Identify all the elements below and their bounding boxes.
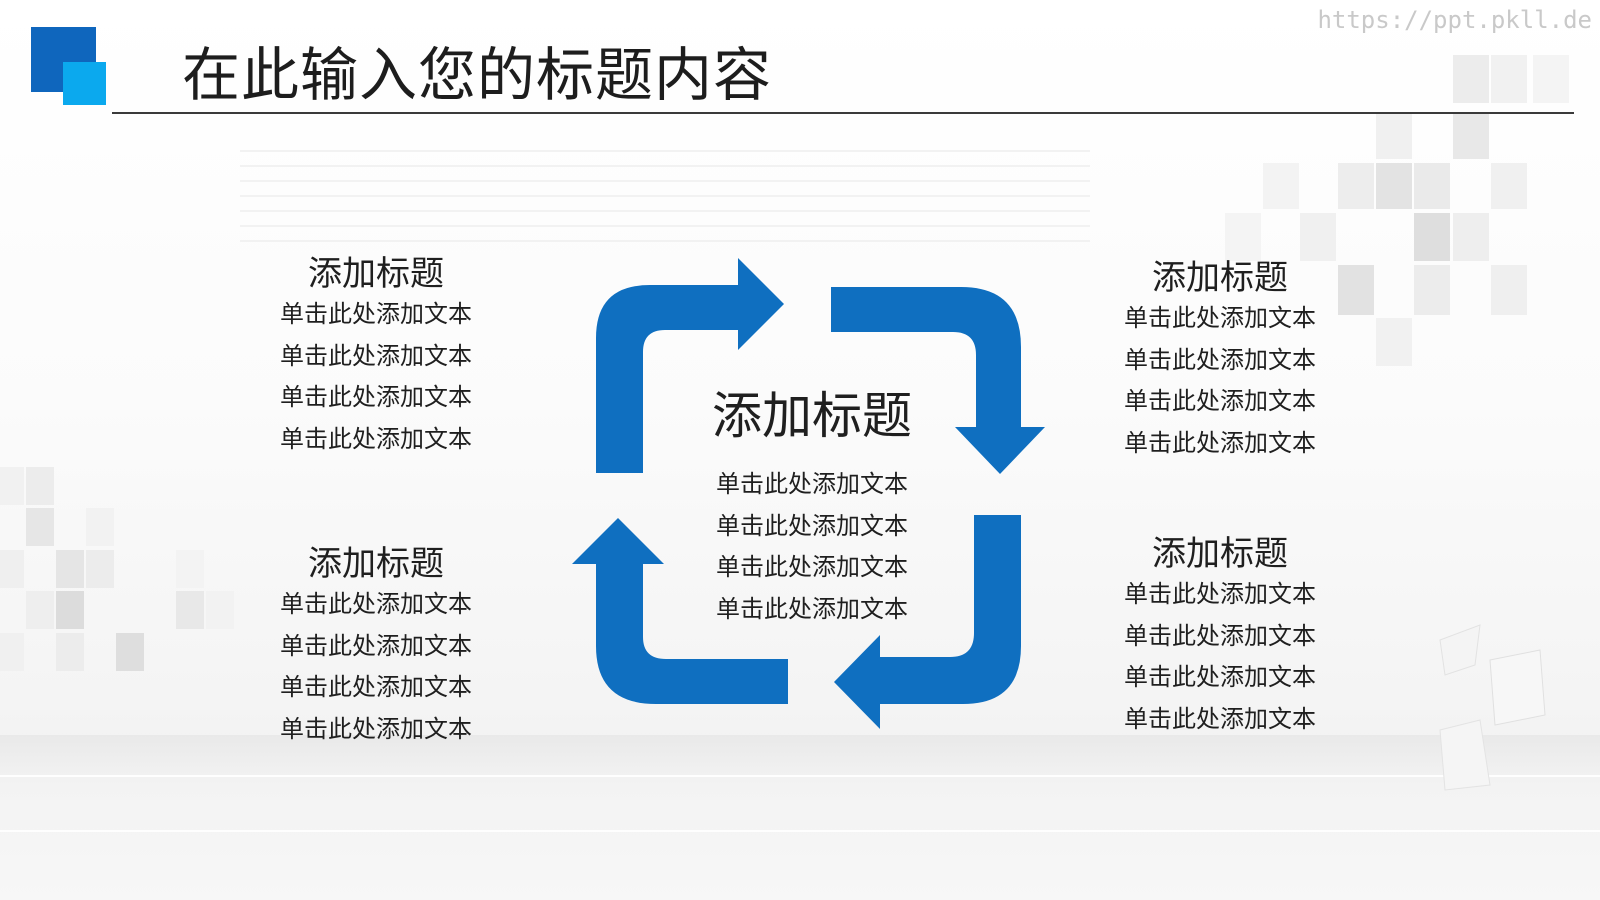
block-line[interactable]: 单击此处添加文本 xyxy=(716,470,908,498)
block-line[interactable]: 单击此处添加文本 xyxy=(1124,663,1316,691)
block-line[interactable]: 单击此处添加文本 xyxy=(1124,345,1316,374)
block-line[interactable]: 单击此处添加文本 xyxy=(1124,580,1316,608)
text-block-bottom-right[interactable]: 添加标题 单击此处添加文本 单击此处添加文本 单击此处添加文本 单击此处添加文本 xyxy=(1070,534,1370,740)
block-line[interactable]: 单击此处添加文本 xyxy=(280,714,472,743)
block-line[interactable]: 单击此处添加文本 xyxy=(1124,304,1316,332)
block-line[interactable]: 单击此处添加文本 xyxy=(716,511,908,540)
block-title[interactable]: 添加标题 xyxy=(712,387,912,445)
title-divider xyxy=(112,112,1574,114)
paper-sheets-decoration xyxy=(1439,624,1546,791)
cycle-arrow-top-right xyxy=(831,287,1045,474)
cycle-arrow-bottom-left xyxy=(572,518,788,704)
block-title[interactable]: 添加标题 xyxy=(308,544,444,584)
block-title[interactable]: 添加标题 xyxy=(308,254,444,294)
cycle-arrow-bottom-right xyxy=(834,515,1021,729)
block-line[interactable]: 单击此处添加文本 xyxy=(280,590,472,618)
block-line[interactable]: 单击此处添加文本 xyxy=(1124,387,1316,415)
block-line[interactable]: 单击此处添加文本 xyxy=(280,631,472,660)
block-title[interactable]: 添加标题 xyxy=(1152,258,1288,298)
block-line[interactable]: 单击此处添加文本 xyxy=(280,341,472,370)
block-line[interactable]: 单击此处添加文本 xyxy=(1124,428,1316,457)
block-line[interactable]: 单击此处添加文本 xyxy=(280,424,472,453)
block-line[interactable]: 单击此处添加文本 xyxy=(280,383,472,411)
block-line[interactable]: 单击此处添加文本 xyxy=(1124,704,1316,733)
page-title[interactable]: 在此输入您的标题内容 xyxy=(182,41,773,109)
watermark-url: https://ppt.pkll.de xyxy=(1317,6,1592,34)
block-line[interactable]: 单击此处添加文本 xyxy=(716,553,908,581)
block-title[interactable]: 添加标题 xyxy=(1152,534,1288,574)
text-block-top-left[interactable]: 添加标题 单击此处添加文本 单击此处添加文本 单击此处添加文本 单击此处添加文本 xyxy=(226,254,526,460)
cycle-arrow-top-left xyxy=(596,258,784,473)
text-block-bottom-left[interactable]: 添加标题 单击此处添加文本 单击此处添加文本 单击此处添加文本 单击此处添加文本 xyxy=(226,544,526,750)
block-line[interactable]: 单击此处添加文本 xyxy=(280,673,472,701)
block-line[interactable]: 单击此处添加文本 xyxy=(280,300,472,328)
floor-background xyxy=(0,735,1600,900)
text-block-top-right[interactable]: 添加标题 单击此处添加文本 单击此处添加文本 单击此处添加文本 单击此处添加文本 xyxy=(1070,258,1370,464)
text-block-center[interactable]: 添加标题 单击此处添加文本 单击此处添加文本 单击此处添加文本 单击此处添加文本 xyxy=(662,386,962,630)
logo-square-light xyxy=(63,62,106,105)
block-line[interactable]: 单击此处添加文本 xyxy=(1124,621,1316,650)
block-line[interactable]: 单击此处添加文本 xyxy=(716,594,908,623)
